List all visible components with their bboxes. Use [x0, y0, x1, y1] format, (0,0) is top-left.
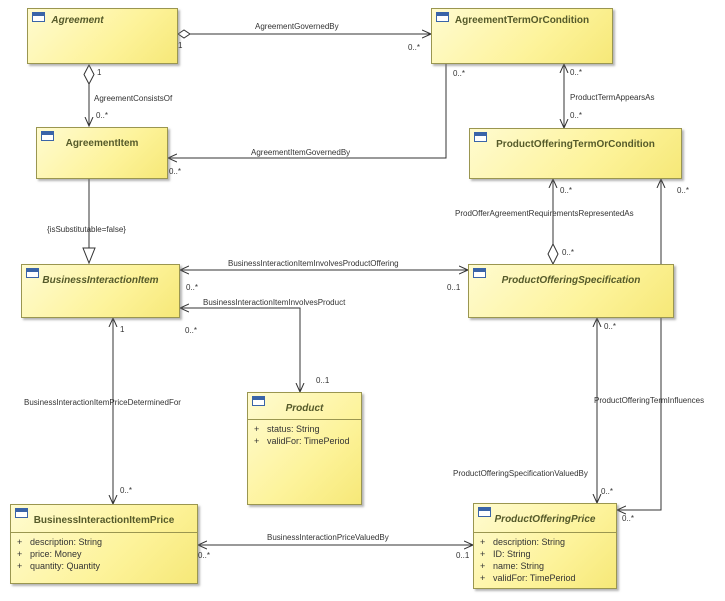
- assoc-label: ProductOfferingTermInfluences: [594, 396, 705, 405]
- attribute[interactable]: +description: String: [17, 537, 103, 547]
- attribute[interactable]: +name: String: [480, 561, 545, 571]
- multiplicity: 0..*: [560, 186, 573, 195]
- multiplicity: 0..*: [120, 486, 133, 495]
- multiplicity: 0..1: [447, 283, 461, 292]
- class-title: Product: [285, 403, 324, 414]
- multiplicity: 0..*: [96, 111, 109, 120]
- class-agreement-item[interactable]: AgreementItem: [36, 127, 168, 179]
- attribute[interactable]: +ID: String: [480, 549, 531, 559]
- assoc-label: BusinessInteractionPriceValuedBy: [267, 533, 389, 542]
- class-product-offering-price[interactable]: ProductOfferingPrice +description: Strin…: [473, 503, 617, 589]
- multiplicity: 0..*: [604, 322, 617, 331]
- class-business-interaction-item[interactable]: BusinessInteractionItem: [21, 264, 180, 318]
- multiplicity: 0..1: [456, 551, 470, 560]
- compartment-divider: [248, 419, 361, 420]
- multiplicity: 0..*: [198, 551, 211, 560]
- class-icon: [26, 268, 39, 278]
- class-icon: [473, 268, 486, 278]
- attribute[interactable]: +quantity: Quantity: [17, 561, 101, 571]
- multiplicity: 0..*: [601, 487, 614, 496]
- attribute-list: +status: String +validFor: TimePeriod: [254, 423, 357, 447]
- multiplicity: 1: [97, 68, 102, 77]
- assoc-label: AgreementConsistsOf: [94, 94, 173, 103]
- multiplicity: 0..*: [562, 248, 575, 257]
- multiplicity: 0..*: [185, 326, 198, 335]
- aggregation-diamond-agreement-term: [177, 29, 191, 39]
- class-icon: [478, 507, 491, 517]
- compartment-divider: [474, 532, 616, 533]
- assoc-label: BusinessInteractionItemInvolvesProductOf…: [228, 259, 399, 268]
- attribute[interactable]: +validFor: TimePeriod: [480, 573, 576, 583]
- class-title: AgreementTermOrCondition: [454, 15, 590, 26]
- class-title: Agreement: [51, 15, 104, 26]
- generalization-constraint: {isSubstitutable=false}: [47, 225, 126, 234]
- class-title: ProductOfferingTermOrCondition: [496, 139, 655, 150]
- assoc-label: ProductTermAppearsAs: [570, 93, 655, 102]
- class-product-offering-term-or-condition[interactable]: ProductOfferingTermOrCondition: [469, 128, 682, 179]
- class-business-interaction-item-price[interactable]: BusinessInteractionItemPrice +descriptio…: [10, 504, 198, 584]
- class-title: BusinessInteractionItemPrice: [33, 515, 175, 526]
- attribute-list: +description: String +price: Money +quan…: [17, 536, 193, 572]
- multiplicity: 0..*: [408, 43, 421, 52]
- assoc-label: ProdOfferAgreementRequirementsRepresente…: [455, 209, 634, 218]
- class-icon: [252, 396, 265, 406]
- assoc-agreement-item-governed-by-line[interactable]: [168, 64, 447, 158]
- multiplicity: 0..*: [677, 186, 690, 195]
- assoc-label: ProductOfferingSpecificationValuedBy: [453, 469, 588, 478]
- multiplicity: 1: [120, 325, 125, 334]
- attribute[interactable]: +validFor: TimePeriod: [254, 436, 350, 446]
- multiplicity: 0..*: [622, 514, 635, 523]
- class-icon: [474, 132, 487, 142]
- class-icon: [41, 131, 54, 141]
- multiplicity: 0..*: [570, 68, 583, 77]
- class-product-offering-specification[interactable]: ProductOfferingSpecification: [468, 264, 674, 318]
- class-icon: [436, 12, 449, 22]
- class-icon: [15, 508, 28, 518]
- assoc-label: BusinessInteractionItemPriceDeterminedFo…: [24, 398, 181, 407]
- class-title: ProductOfferingSpecification: [501, 275, 641, 286]
- attribute[interactable]: +status: String: [254, 424, 320, 434]
- aggregation-diamond-agreement-item: [83, 63, 95, 86]
- attribute-list: +description: String +ID: String +name: …: [480, 536, 612, 584]
- class-product[interactable]: Product +status: String +validFor: TimeP…: [247, 392, 362, 505]
- class-agreement[interactable]: Agreement: [27, 8, 178, 64]
- generalization-triangle: [82, 247, 96, 265]
- multiplicity: 0..1: [316, 376, 330, 385]
- assoc-bii-involves-product-line[interactable]: [180, 307, 300, 392]
- attribute[interactable]: +price: Money: [17, 549, 82, 559]
- assoc-label: AgreementGovernedBy: [255, 22, 339, 31]
- class-title: ProductOfferingPrice: [494, 514, 596, 525]
- assoc-label: BusinessInteractionItemInvolvesProduct: [203, 298, 346, 307]
- attribute[interactable]: +description: String: [480, 537, 566, 547]
- multiplicity: 1: [178, 41, 183, 50]
- multiplicity: 0..*: [570, 111, 583, 120]
- compartment-divider: [11, 532, 197, 533]
- class-title: AgreementItem: [65, 138, 139, 149]
- aggregation-diamond-pos: [547, 242, 559, 266]
- multiplicity: 0..*: [453, 69, 466, 78]
- multiplicity: 0..*: [186, 283, 199, 292]
- class-agreement-term-or-condition[interactable]: AgreementTermOrCondition: [431, 8, 613, 64]
- multiplicity: 0..*: [169, 167, 182, 176]
- class-title: BusinessInteractionItem: [42, 275, 159, 286]
- assoc-label: AgreementItemGovernedBy: [251, 148, 351, 157]
- class-icon: [32, 12, 45, 22]
- assoc-po-term-influences-line[interactable]: [617, 179, 661, 511]
